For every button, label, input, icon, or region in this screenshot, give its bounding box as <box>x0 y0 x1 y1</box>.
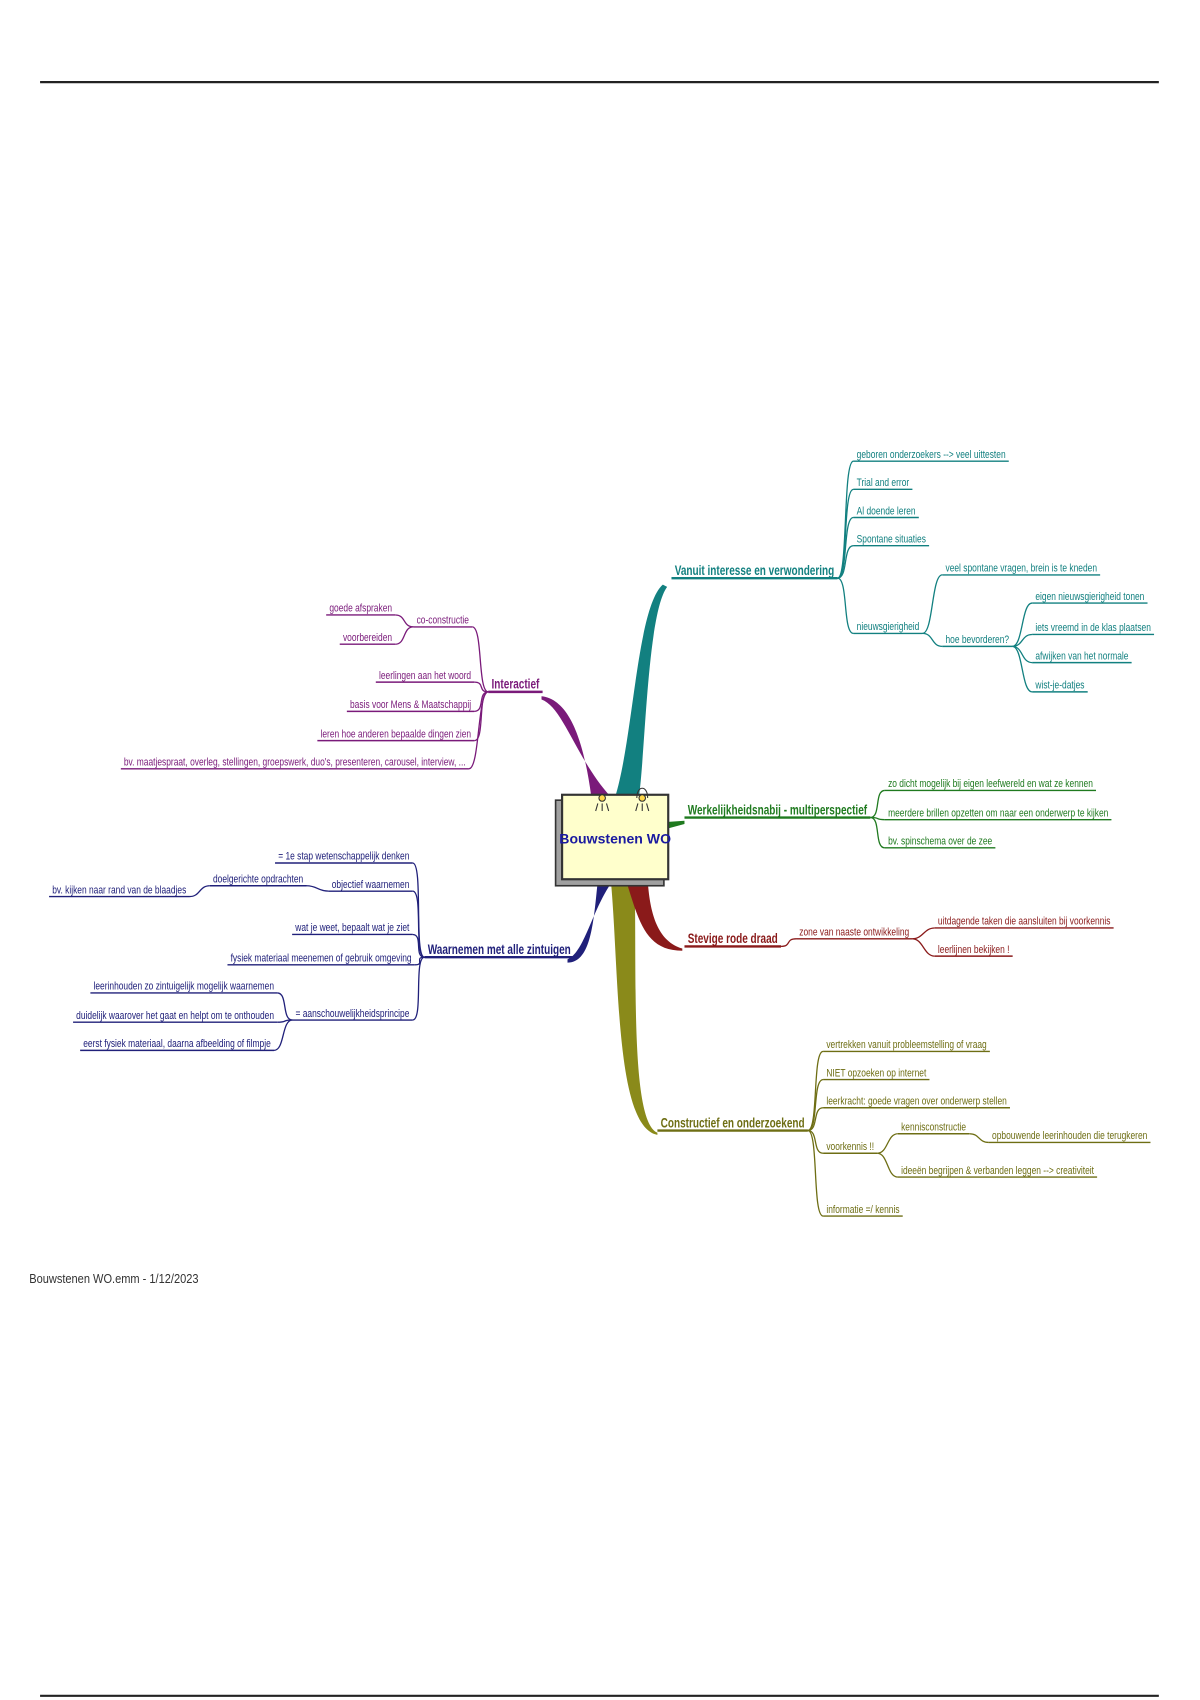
topic-node[interactable]: fysiek materiaal meenemen of gebruik omg… <box>231 952 412 965</box>
topic-node[interactable]: basis voor Mens & Maatschappij <box>350 699 471 712</box>
topic-node[interactable]: goede afspraken <box>329 603 392 616</box>
node-connector <box>277 992 293 1021</box>
topic-node[interactable]: ideeën begrijpen & verbanden leggen --> … <box>901 1165 1094 1178</box>
connector-lines <box>49 460 1155 1217</box>
topic-node[interactable]: wat je weet, bepaalt wat je ziet <box>294 922 409 935</box>
node-connector <box>807 1129 824 1217</box>
topic-node[interactable]: doelgerichte opdrachten <box>213 873 303 886</box>
branch-connector-interactief <box>541 696 611 797</box>
topic-node[interactable]: leerlijnen bekijken ! <box>938 944 1010 957</box>
branch-constructief[interactable]: Constructief en onderzoekend <box>661 1115 805 1131</box>
topic-node[interactable]: zone van naaste ontwikkeling <box>799 926 909 939</box>
topic-node[interactable]: vertrekken vanuit probleemstelling of vr… <box>826 1039 986 1052</box>
topic-node[interactable]: leerlingen aan het woord <box>379 670 471 683</box>
topic-node[interactable]: = aanschouwelijkheidsprincipe <box>296 1008 410 1021</box>
branch-stevige-rode-draad[interactable]: Stevige rode draad <box>688 931 778 947</box>
node-connector <box>395 626 414 645</box>
node-connector <box>395 614 414 628</box>
branch-vanuit-interesse[interactable]: Vanuit interesse en verwondering <box>675 562 835 578</box>
topic-node[interactable]: eigen nieuwsgierigheid tonen <box>1035 591 1144 604</box>
topic-node[interactable]: uitdagende taken die aansluiten bij voor… <box>938 916 1111 929</box>
node-connector <box>922 632 943 648</box>
node-connector <box>412 933 425 958</box>
node-connector <box>807 1078 824 1132</box>
topic-node[interactable]: eerst fysiek materiaal, daarna afbeeldin… <box>83 1038 271 1051</box>
topic-node[interactable]: kennisconstructie <box>901 1121 966 1134</box>
branch-connector-werkelijkheid <box>668 820 685 829</box>
node-connector <box>870 816 886 849</box>
node-connector <box>870 789 886 819</box>
node-connector <box>189 885 210 898</box>
footer-filename: Bouwstenen WO.emm - 1/12/2023 <box>29 1271 199 1286</box>
topic-node[interactable]: co-constructie <box>417 615 470 628</box>
node-connector <box>1012 645 1033 693</box>
node-connector <box>912 938 935 957</box>
topic-node[interactable]: Trial and error <box>857 477 910 490</box>
node-connector <box>468 691 489 770</box>
node-connector <box>877 1152 898 1178</box>
node-connector <box>273 1019 293 1052</box>
topic-node[interactable]: veel spontane vragen, brein is te kneden <box>945 563 1097 576</box>
topic-node[interactable]: NIET opzoeken op internet <box>826 1067 926 1080</box>
lamp-icon <box>595 794 610 812</box>
node-connector <box>807 1107 824 1132</box>
central-topic-box <box>561 793 670 881</box>
node-connector <box>780 938 797 948</box>
topic-node[interactable]: bv. kijken naar rand van de blaadjes <box>52 884 186 897</box>
topic-node[interactable]: voorkennis !! <box>826 1141 874 1154</box>
topic-node[interactable]: duidelijk waarover het gaat en helpt om … <box>76 1010 274 1023</box>
topic-node[interactable]: leerinhouden zo zintuigelijk mogelijk wa… <box>93 981 274 994</box>
node-connector <box>837 545 854 579</box>
topic-node[interactable]: iets vreemd in de klas plaatsen <box>1035 622 1150 635</box>
node-connector <box>922 574 943 635</box>
topic-node[interactable]: leerkracht: goede vragen over onderwerp … <box>826 1095 1007 1108</box>
lamp-icon <box>635 787 650 812</box>
topic-node[interactable]: Al doende leren <box>857 505 916 518</box>
node-connector <box>837 577 854 635</box>
topic-node[interactable]: leren hoe anderen bepaalde dingen zien <box>320 728 471 741</box>
node-connector <box>969 1133 989 1144</box>
node-connector <box>412 890 425 958</box>
topic-node[interactable]: objectief waarnemen <box>332 879 410 892</box>
topic-node[interactable]: afwijken van het normale <box>1035 650 1128 663</box>
topic-node[interactable]: zo dicht mogelijk bij eigen leefwereld e… <box>888 778 1093 791</box>
branch-connector-constructief <box>610 880 658 1135</box>
topic-node[interactable]: hoe bevorderen? <box>945 634 1009 647</box>
central-topic[interactable]: Bouwstenen WO <box>554 787 671 887</box>
node-connector <box>877 1133 898 1154</box>
topic-node[interactable]: nieuwsgierigheid <box>857 621 920 634</box>
node-connector <box>412 956 425 1021</box>
topic-node[interactable]: meerdere brillen opzetten om naar een on… <box>888 807 1108 820</box>
topic-node[interactable]: opbouwende leerinhouden die terugkeren <box>992 1130 1147 1143</box>
node-connector <box>1012 602 1033 648</box>
topic-node[interactable]: voorbereiden <box>343 632 392 645</box>
node-connector <box>306 885 329 892</box>
topic-node[interactable]: bv. spinschema over de zee <box>888 835 992 848</box>
topic-node[interactable]: = 1e stap wetenschappelijk denken <box>278 851 409 864</box>
node-connector <box>471 626 489 693</box>
topic-node[interactable]: wist-je-datjes <box>1035 680 1085 693</box>
branch-connector-vanuit <box>615 584 668 797</box>
branch-connector-waarnemen <box>567 880 613 963</box>
branch-connector-rode-draad <box>625 880 683 951</box>
branch-werkelijkheidsnabij[interactable]: Werkelijkheidsnabij - multiperspectief <box>688 802 867 818</box>
central-topic-label: Bouwstenen WO <box>559 831 671 847</box>
node-connector <box>912 927 935 940</box>
node-connector <box>807 1129 824 1154</box>
branch-waarnemen[interactable]: Waarnemen met alle zintuigen <box>428 941 571 957</box>
topic-node[interactable]: geboren onderzoekers --> veel uittesten <box>857 449 1006 462</box>
node-connector <box>1012 645 1033 664</box>
topic-node[interactable]: informatie =/ kennis <box>826 1204 899 1217</box>
topic-node[interactable]: bv. maatjespraat, overleg, stellingen, g… <box>124 756 466 769</box>
topic-node[interactable]: Spontane situaties <box>857 533 926 546</box>
branch-interactief[interactable]: Interactief <box>492 676 540 692</box>
